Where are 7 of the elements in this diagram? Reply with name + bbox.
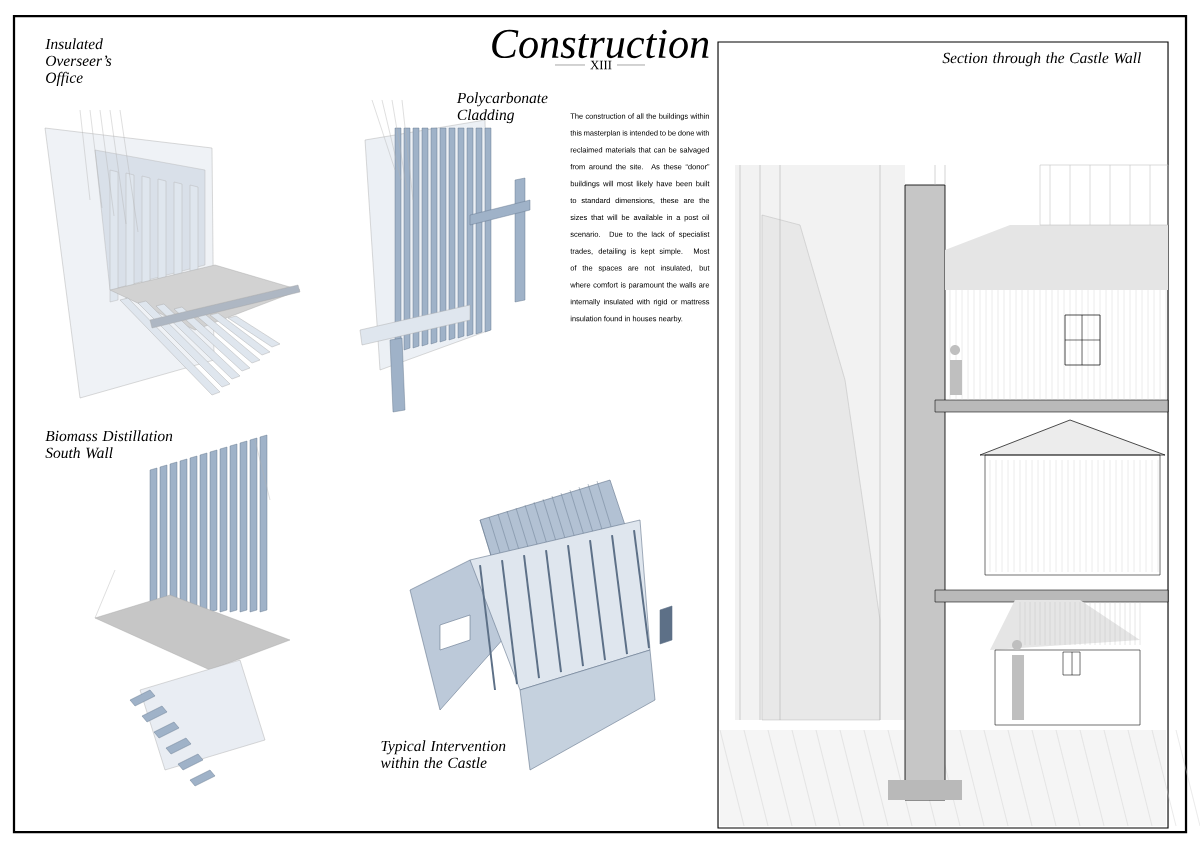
panel-heading: Polycarbonate Cladding <box>456 92 548 124</box>
panel-heading: Typical Intervention within the Castle <box>380 740 506 769</box>
title: Construction <box>492 29 709 59</box>
panel-heading: Section through the Castle Wall <box>942 52 1141 67</box>
panel-heading: Biomass Distillation South Wall <box>45 430 173 459</box>
panel-heading: Insulated Overseer’s Office <box>45 38 112 87</box>
roman-numeral: XIII <box>590 60 612 70</box>
